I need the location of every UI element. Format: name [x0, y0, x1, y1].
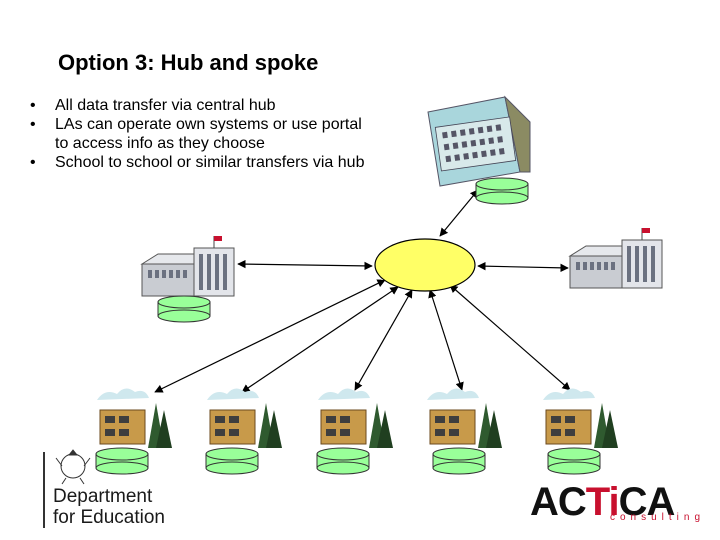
dfe-logo: Department for Education [53, 486, 165, 528]
school-database-icon [317, 448, 369, 474]
school-with-trees-icon [318, 388, 393, 448]
school-with-trees-icon [97, 388, 172, 448]
school-with-trees-icon [427, 388, 502, 448]
actica-logo-left: AC [530, 480, 586, 524]
spoke-to-left-la [238, 264, 372, 266]
spoke-to-school-2 [242, 287, 398, 392]
actica-tagline: consulting [610, 512, 705, 523]
dfe-logo-line1: Department [53, 486, 165, 507]
school-database-icon [433, 448, 485, 474]
spoke-to-school-3 [355, 290, 412, 390]
spoke-to-school-5 [450, 285, 570, 390]
spoke-to-central [440, 190, 478, 236]
school-with-trees-icon [207, 388, 282, 448]
school-database-icon [548, 448, 600, 474]
royal-crest-icon [56, 450, 90, 484]
school-with-trees-icon [543, 388, 618, 448]
la-office-building-icon [142, 236, 234, 296]
dfe-logo-line2: for Education [53, 507, 165, 528]
dfe-logo-bar [43, 452, 45, 528]
la-database-icon-left [158, 296, 210, 322]
government-building-icon [428, 97, 530, 186]
central-database-icon [476, 178, 528, 204]
central-hub [375, 239, 475, 291]
school-database-icon [206, 448, 258, 474]
spoke-to-right-la [478, 266, 568, 268]
la-office-building-icon [570, 228, 662, 288]
school-database-icon [96, 448, 148, 474]
spoke-to-school-4 [430, 290, 462, 390]
